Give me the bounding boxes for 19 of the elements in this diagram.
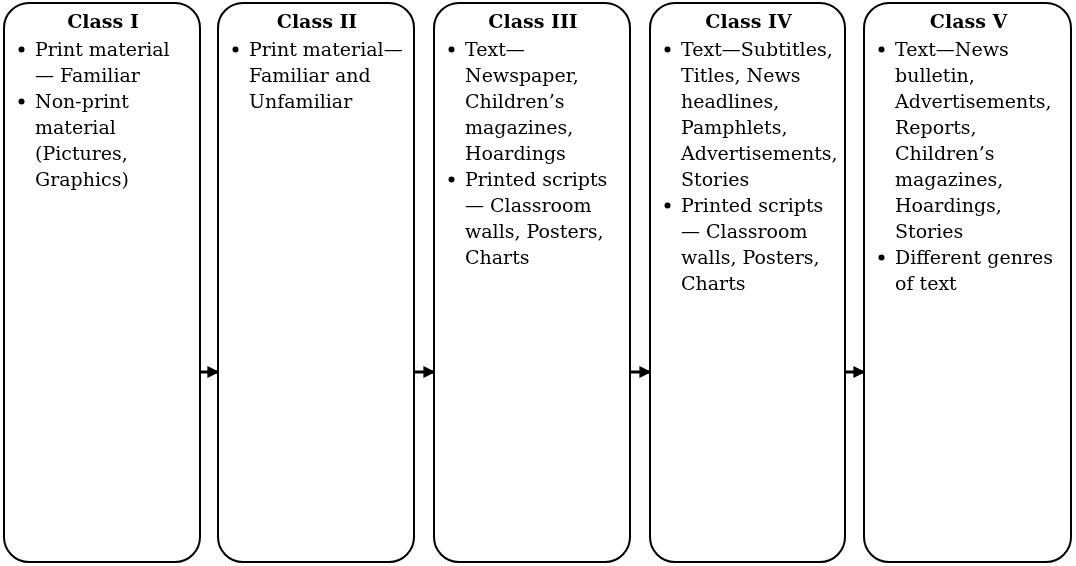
- bullet-item: Printed scripts — Classroom walls, Posters, Charts: [661, 192, 836, 296]
- bullet-item: Different genres of text: [875, 244, 1062, 296]
- column-heading: Class IV: [704, 10, 793, 32]
- bullet-item: Print material—Familiar and Unfamiliar: [229, 36, 405, 114]
- column-heading: Class III: [487, 10, 579, 32]
- class-column-box: [217, 2, 415, 563]
- bullet-item: Text—Subtitles, Titles, News headlines, Pamphlets, Advertisements, Stories: [661, 36, 836, 192]
- bullet-item: Non-print material (Pictures, Graphics): [15, 88, 191, 192]
- column-heading: Class V: [928, 10, 1009, 32]
- column-heading: Class I: [66, 10, 140, 32]
- bullet-item: Text—News bulletin, Advertisements, Reports, Children’s magazines, Hoardings, Stories: [875, 36, 1062, 244]
- class-column-box: [863, 2, 1072, 563]
- class-column-box: [3, 2, 201, 563]
- column-heading: Class II: [275, 10, 359, 32]
- bullet-item: Print material — Familiar: [15, 36, 191, 88]
- bullet-item: Text—Newspaper, Children’s magazines, Hoardings: [445, 36, 621, 166]
- class-column-box: [649, 2, 846, 563]
- class-column-box: [433, 2, 631, 563]
- bullet-item: Printed scripts — Classroom walls, Posters, Charts: [445, 166, 621, 270]
